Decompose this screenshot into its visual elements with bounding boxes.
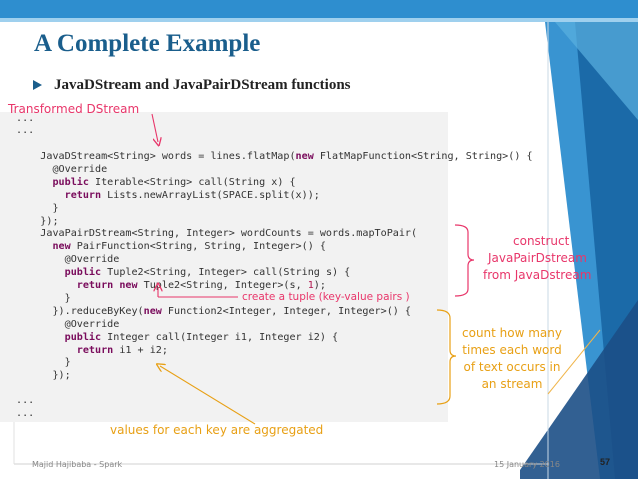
code-line: } (16, 357, 71, 369)
code-keyword: return (76, 344, 114, 356)
code-line: @Override (16, 163, 108, 175)
code-line: @Override (16, 318, 120, 330)
slide-title: A Complete Example (34, 30, 261, 57)
page-number: 57 (600, 457, 611, 467)
code-keyword: public (64, 267, 102, 279)
code-line: } (16, 202, 59, 214)
top-right-shape (555, 22, 638, 120)
construct-bracket (454, 224, 475, 297)
code-keyword: new (295, 151, 314, 162)
annotation-transformed-dstream: Transformed DStream (8, 102, 140, 116)
code-keyword: new (52, 241, 71, 253)
header-bar (0, 0, 638, 18)
code-keyword: new (143, 305, 162, 317)
code-line: ... (16, 113, 35, 124)
code-line: return Lists.newArrayList(SPACE.split(x)… (64, 189, 320, 201)
code-keyword: public (64, 331, 102, 343)
transformed-arrow (151, 113, 158, 142)
annotation-count-line2: times each word (462, 343, 562, 357)
annotation-count-line3: of text occurs in (463, 360, 561, 374)
code-keyword: new (119, 280, 138, 291)
code-number: 1 (307, 280, 314, 291)
code-line: }); (16, 370, 71, 382)
code-line: }).reduceByKey(new Function2<Integer, In… (16, 305, 412, 317)
code-line: new PairFunction<String, String, Integer… (52, 241, 326, 253)
annotation-values-aggregated: values for each key are aggregated (110, 423, 324, 437)
code-line: JavaPairDStream<String, Integer> wordCou… (16, 228, 418, 240)
code-line: return new Tuple2<String, Integer>(s, 1)… (76, 280, 326, 291)
decor-line (547, 329, 601, 395)
code-keyword: return (76, 280, 114, 291)
code-line: public Tuple2<String, Integer> call(Stri… (64, 267, 351, 279)
annotation-construct-line3: from JavaDstream (483, 268, 592, 282)
annotation-count-line1: count how many (462, 326, 562, 340)
aggregated-arrow (160, 366, 256, 425)
code-line: return i1 + i2; (76, 344, 168, 356)
bullet-arrow-icon (33, 80, 42, 90)
code-keyword: return (64, 189, 102, 201)
annotation-create-tuple: create a tuple (key-value pairs ) (242, 291, 410, 303)
code-line: } (16, 292, 71, 304)
annotation-construct-line2: JavaPairDstream (488, 251, 587, 265)
footer-author: Majid Hajibaba - Spark (32, 460, 123, 469)
code-line: JavaDStream<String> words = lines.flatMa… (16, 151, 533, 162)
code-line: public Integer call(Integer i1, Integer … (64, 331, 339, 343)
footer-date: 15 January 2016 (494, 460, 560, 469)
header-stripe (0, 18, 638, 22)
code-line: ... (16, 125, 35, 136)
slide-subtitle: JavaDStream and JavaPairDStream function… (54, 77, 351, 93)
code-line: ... (16, 408, 35, 419)
code-keyword: public (52, 176, 89, 188)
annotation-count-words: count how many times each word of text o… (462, 325, 562, 393)
code-line: ... (16, 395, 35, 406)
bottom-right-shape (520, 300, 638, 479)
count-bracket (436, 309, 457, 405)
annotation-construct-line1: construct (513, 234, 570, 248)
code-line: }); (16, 215, 59, 227)
code-line: @Override (16, 254, 120, 266)
annotation-count-line4: an stream (481, 377, 543, 391)
code-block (0, 112, 448, 422)
code-line: public Iterable<String> call(String x) { (52, 176, 296, 188)
